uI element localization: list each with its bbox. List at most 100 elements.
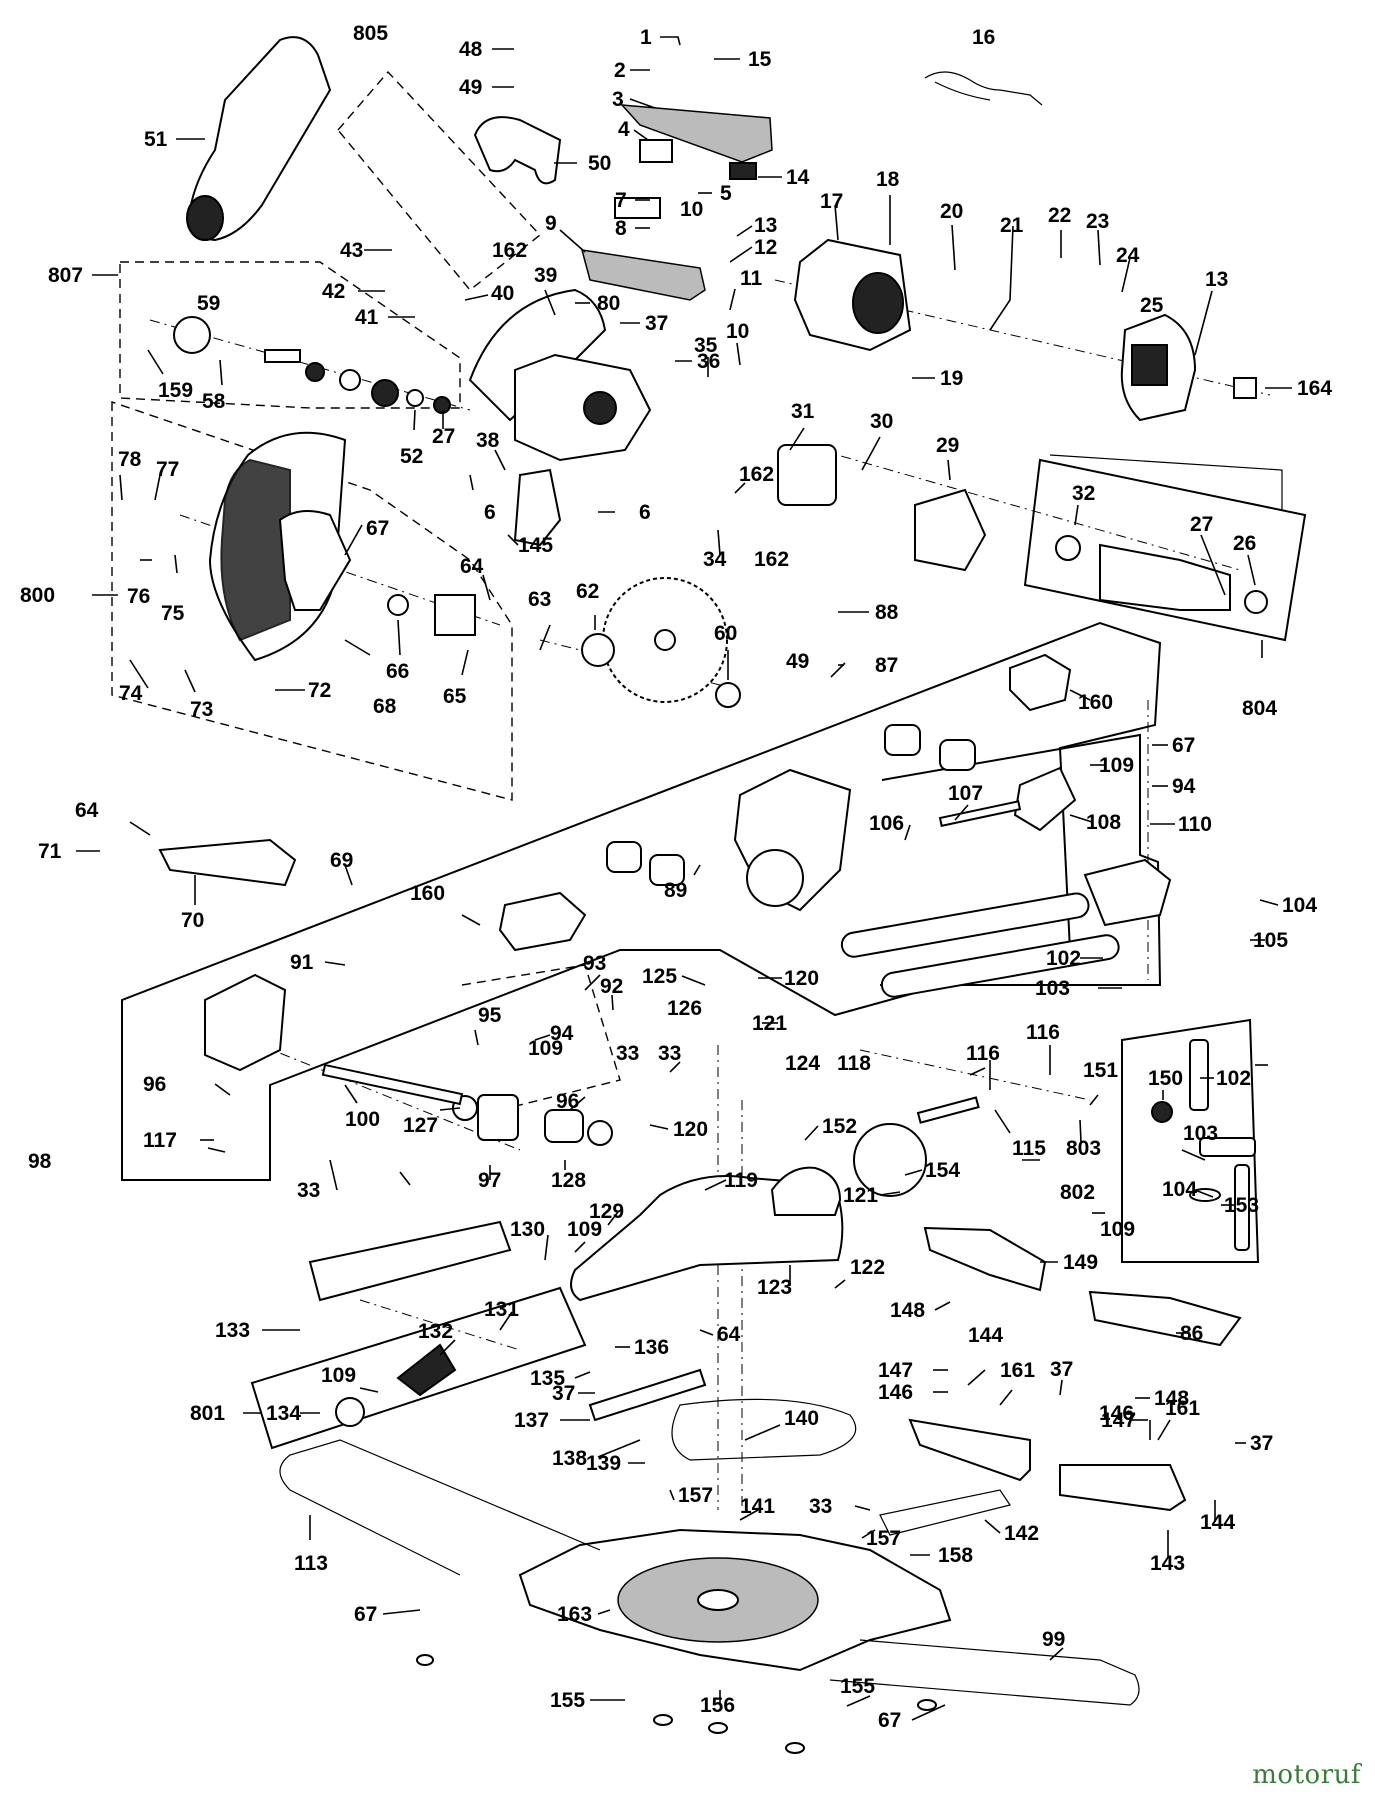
callout: 13 — [1205, 268, 1228, 291]
callout-numbers: 805 48 1 15 16 2 49 3 51 4 50 14 5 18 7 … — [20, 22, 1332, 1732]
rail-bracket-lower — [204, 973, 287, 1072]
callout: 20 — [940, 200, 963, 223]
callout: 146 — [878, 1381, 913, 1404]
washer-66 — [387, 594, 409, 616]
callout: 128 — [551, 1169, 586, 1192]
plate-137 — [588, 1368, 707, 1422]
callout: 800 — [20, 584, 55, 607]
callout: 23 — [1086, 210, 1109, 233]
callout: 108 — [1086, 811, 1121, 834]
callout: 164 — [1297, 377, 1332, 400]
rod-153 — [1234, 1164, 1250, 1251]
extension-rod-99 — [829, 1639, 1140, 1706]
callout: 109 — [1100, 1218, 1135, 1241]
callout: 64 — [717, 1323, 741, 1346]
group-rail-box-outline — [880, 733, 1162, 986]
foot-67c — [416, 1654, 434, 1666]
callout: 88 — [875, 601, 899, 624]
pivot-disk — [746, 849, 804, 907]
bevel-bracket — [770, 1166, 842, 1216]
callout: 35 — [694, 334, 718, 357]
arm-housing — [514, 353, 652, 462]
callout: 148 — [1154, 1387, 1189, 1410]
extension-rod-142 — [879, 1489, 1011, 1536]
callout: 6 — [484, 501, 496, 524]
callout: 147 — [1101, 1409, 1136, 1432]
callout: 127 — [403, 1114, 438, 1137]
callout: 142 — [1004, 1522, 1039, 1545]
dust-bag-port — [186, 195, 224, 241]
callout: 113 — [294, 1552, 328, 1575]
callout: 43 — [340, 239, 363, 262]
callout: 34 — [703, 548, 727, 571]
callout: 33 — [616, 1042, 639, 1065]
callout: 145 — [518, 534, 553, 557]
washer-96b — [587, 1120, 613, 1146]
callout: 1 — [640, 26, 652, 49]
group-802-outline — [1121, 1018, 1260, 1263]
callout: 107 — [948, 782, 983, 805]
bearing-32 — [1055, 535, 1081, 561]
callout: 157 — [866, 1527, 901, 1550]
callout: 161 — [1165, 1397, 1200, 1420]
callout: 120 — [673, 1118, 708, 1141]
callout: 149 — [1063, 1251, 1098, 1274]
callout: 49 — [786, 650, 809, 673]
callout: 38 — [476, 429, 500, 452]
callout: 803 — [1066, 1137, 1101, 1160]
blade-guard-upper — [468, 288, 607, 422]
callout: 804 — [1242, 697, 1277, 720]
pin-118 — [916, 1096, 980, 1124]
callout: 22 — [1048, 204, 1071, 227]
callout: 130 — [510, 1218, 545, 1241]
callout: 62 — [576, 580, 599, 603]
callout: 144 — [968, 1324, 1003, 1347]
callout: 17 — [820, 190, 843, 213]
foot-155c — [917, 1699, 937, 1711]
bushing-d — [649, 854, 685, 886]
group-93-outline — [461, 964, 621, 1111]
callout: 64 — [75, 799, 99, 822]
roller-97 — [544, 1109, 584, 1143]
callout: 74 — [119, 682, 143, 705]
callout: 139 — [586, 1452, 621, 1475]
callout: 151 — [1083, 1059, 1118, 1082]
callout: 68 — [373, 695, 397, 718]
end-cap-vents — [1131, 344, 1168, 386]
arm-gear-1 — [583, 391, 617, 425]
callout: 143 — [1150, 1552, 1185, 1575]
callout: 96 — [143, 1073, 166, 1096]
callout: 109 — [567, 1218, 602, 1241]
callout: 109 — [321, 1364, 356, 1387]
callout: 96 — [556, 1090, 579, 1113]
callout: 58 — [202, 390, 226, 413]
callout: 26 — [1233, 532, 1256, 555]
group-801-outline — [250, 1286, 587, 1450]
callout: 30 — [870, 410, 893, 433]
dust-bag — [188, 36, 332, 242]
callout: 100 — [345, 1108, 380, 1131]
foot-155b — [785, 1742, 805, 1754]
callout: 18 — [876, 168, 900, 191]
callout: 133 — [215, 1319, 250, 1342]
callout: 78 — [118, 448, 142, 471]
callout: 98 — [28, 1150, 52, 1173]
callout: 67 — [366, 517, 389, 540]
motor-housing-rim — [852, 272, 904, 334]
parts — [158, 36, 1268, 1754]
rail-bracket-upper — [1009, 653, 1072, 712]
callout: 67 — [354, 1603, 377, 1626]
bearing-a — [305, 362, 325, 382]
foot-156 — [708, 1722, 728, 1734]
callout: 92 — [600, 975, 623, 998]
callout: 8 — [615, 217, 627, 240]
group-803-outline — [121, 621, 1162, 1181]
group-800-outline — [111, 401, 513, 801]
callout: 144 — [1200, 1511, 1235, 1534]
callout: 10 — [680, 198, 703, 221]
callout: 155 — [840, 1675, 875, 1698]
callout: 27 — [1190, 513, 1213, 536]
handle-132 — [396, 1343, 457, 1397]
fence-right — [1059, 1464, 1187, 1512]
